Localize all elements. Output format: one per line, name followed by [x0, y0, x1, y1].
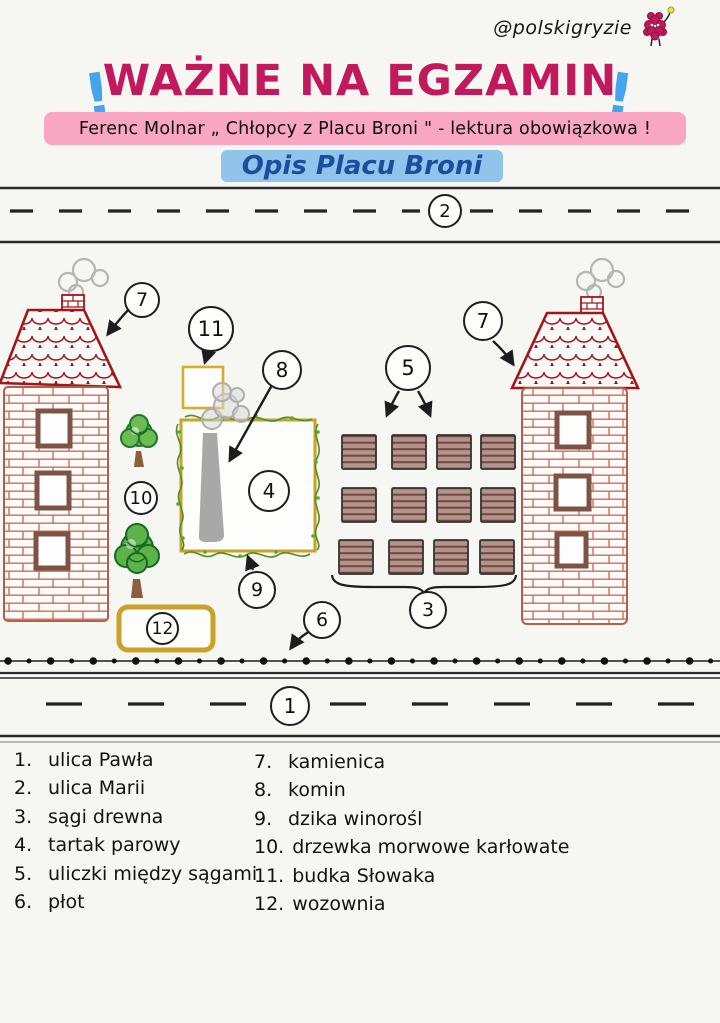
sawmill-chimney	[198, 433, 224, 542]
arrow-to-alley-right	[416, 390, 433, 418]
marker-budka-slowaka: 11	[188, 306, 234, 352]
page-title: WAŻNE NA EGZAMIN	[102, 56, 618, 106]
right-kamienica	[509, 257, 641, 625]
legend-item: 12.wozownia	[254, 893, 386, 916]
wood-stack	[436, 487, 472, 523]
arrow-to-right-kamienica	[492, 340, 515, 367]
sawmill-smoke	[201, 382, 250, 430]
roof	[0, 308, 123, 389]
wood-stack	[480, 434, 516, 470]
wood-stack	[341, 487, 377, 523]
marker-uliczki: 5	[385, 345, 431, 391]
arrow-to-left-kamienica	[106, 308, 130, 337]
legend-item: 3.sągi drewna	[14, 805, 164, 828]
legend-item: 1.ulica Pawła	[14, 749, 154, 771]
marker-kamienica-left: 7	[124, 282, 160, 318]
legend-item: 8.komin	[254, 779, 346, 802]
plac-broni-map	[0, 186, 720, 743]
legend-item: 9.dzika winorośl	[254, 807, 423, 830]
marker-kamienica-right: 7	[463, 301, 503, 341]
wood-stack	[436, 434, 472, 470]
wood-stack	[433, 539, 469, 575]
marker-sagi-drewna: 3	[409, 591, 447, 629]
section-title-text: Opis Placu Broni	[241, 151, 483, 181]
marker-dzika-winorosl: 9	[238, 571, 276, 609]
wood-stack	[391, 434, 427, 470]
arrow-to-vine	[245, 554, 260, 572]
legend-item: 2.ulica Marii	[14, 777, 146, 800]
marker-drzewka-morwowe: 10	[124, 481, 158, 515]
marker-ulica-marii: 2	[428, 194, 462, 228]
arrow-to-fence	[289, 629, 311, 651]
legend-column-right: 7.kamienica 8.komin 9.dzika winorośl 10.…	[254, 748, 570, 918]
chimney-smoke	[57, 257, 110, 301]
arrow-to-slovak-hut	[201, 347, 217, 365]
legend-item: 11.budka Słowaka	[254, 864, 436, 887]
wood-stack	[480, 487, 516, 523]
wood-stack	[391, 487, 427, 523]
arrow-to-chimney	[228, 384, 274, 463]
legend-item: 5.uliczki między sągami	[14, 862, 258, 885]
wood-stack	[341, 434, 377, 470]
section-title-highlight: Opis Placu Broni	[221, 150, 503, 182]
wood-stacks	[338, 434, 516, 575]
left-kamienica	[0, 257, 123, 622]
arrow-to-alley-left	[384, 390, 401, 418]
legend-item: 7.kamienica	[254, 751, 386, 773]
book-reference-text: Ferenc Molnar „ Chłopcy z Placu Broni " …	[78, 118, 652, 139]
marker-ulica-pawla: 1	[270, 686, 310, 726]
raspberry-mascot-icon	[643, 6, 675, 47]
legend-item: 10.drzewka morwowe karłowate	[254, 836, 570, 859]
mulberry-tree-1	[120, 414, 158, 467]
windows	[33, 408, 73, 571]
legend-item: 6.płot	[14, 891, 85, 914]
wood-stack	[388, 539, 424, 575]
book-reference-highlight: Ferenc Molnar „ Chłopcy z Placu Broni " …	[44, 112, 686, 145]
mulberry-tree-2	[114, 523, 160, 598]
pawla-street	[0, 671, 720, 743]
legend-item: 4.tartak parowy	[14, 834, 181, 857]
windows	[553, 410, 592, 569]
marker-plot: 6	[303, 601, 341, 639]
instagram-handle: @polskigryzie	[493, 17, 632, 39]
marker-tartak: 4	[248, 470, 290, 512]
chimney-smoke	[575, 257, 626, 301]
marii-street	[0, 186, 720, 244]
marker-wozownia: 12	[146, 612, 179, 645]
marker-komin: 8	[262, 350, 302, 390]
wood-stack	[338, 539, 374, 575]
pointer-arrows	[106, 308, 515, 651]
legend-column-left: 1.ulica Pawła 2.ulica Marii 3.sągi drewn…	[14, 746, 257, 916]
roof	[509, 311, 641, 390]
wood-stack	[479, 539, 515, 575]
